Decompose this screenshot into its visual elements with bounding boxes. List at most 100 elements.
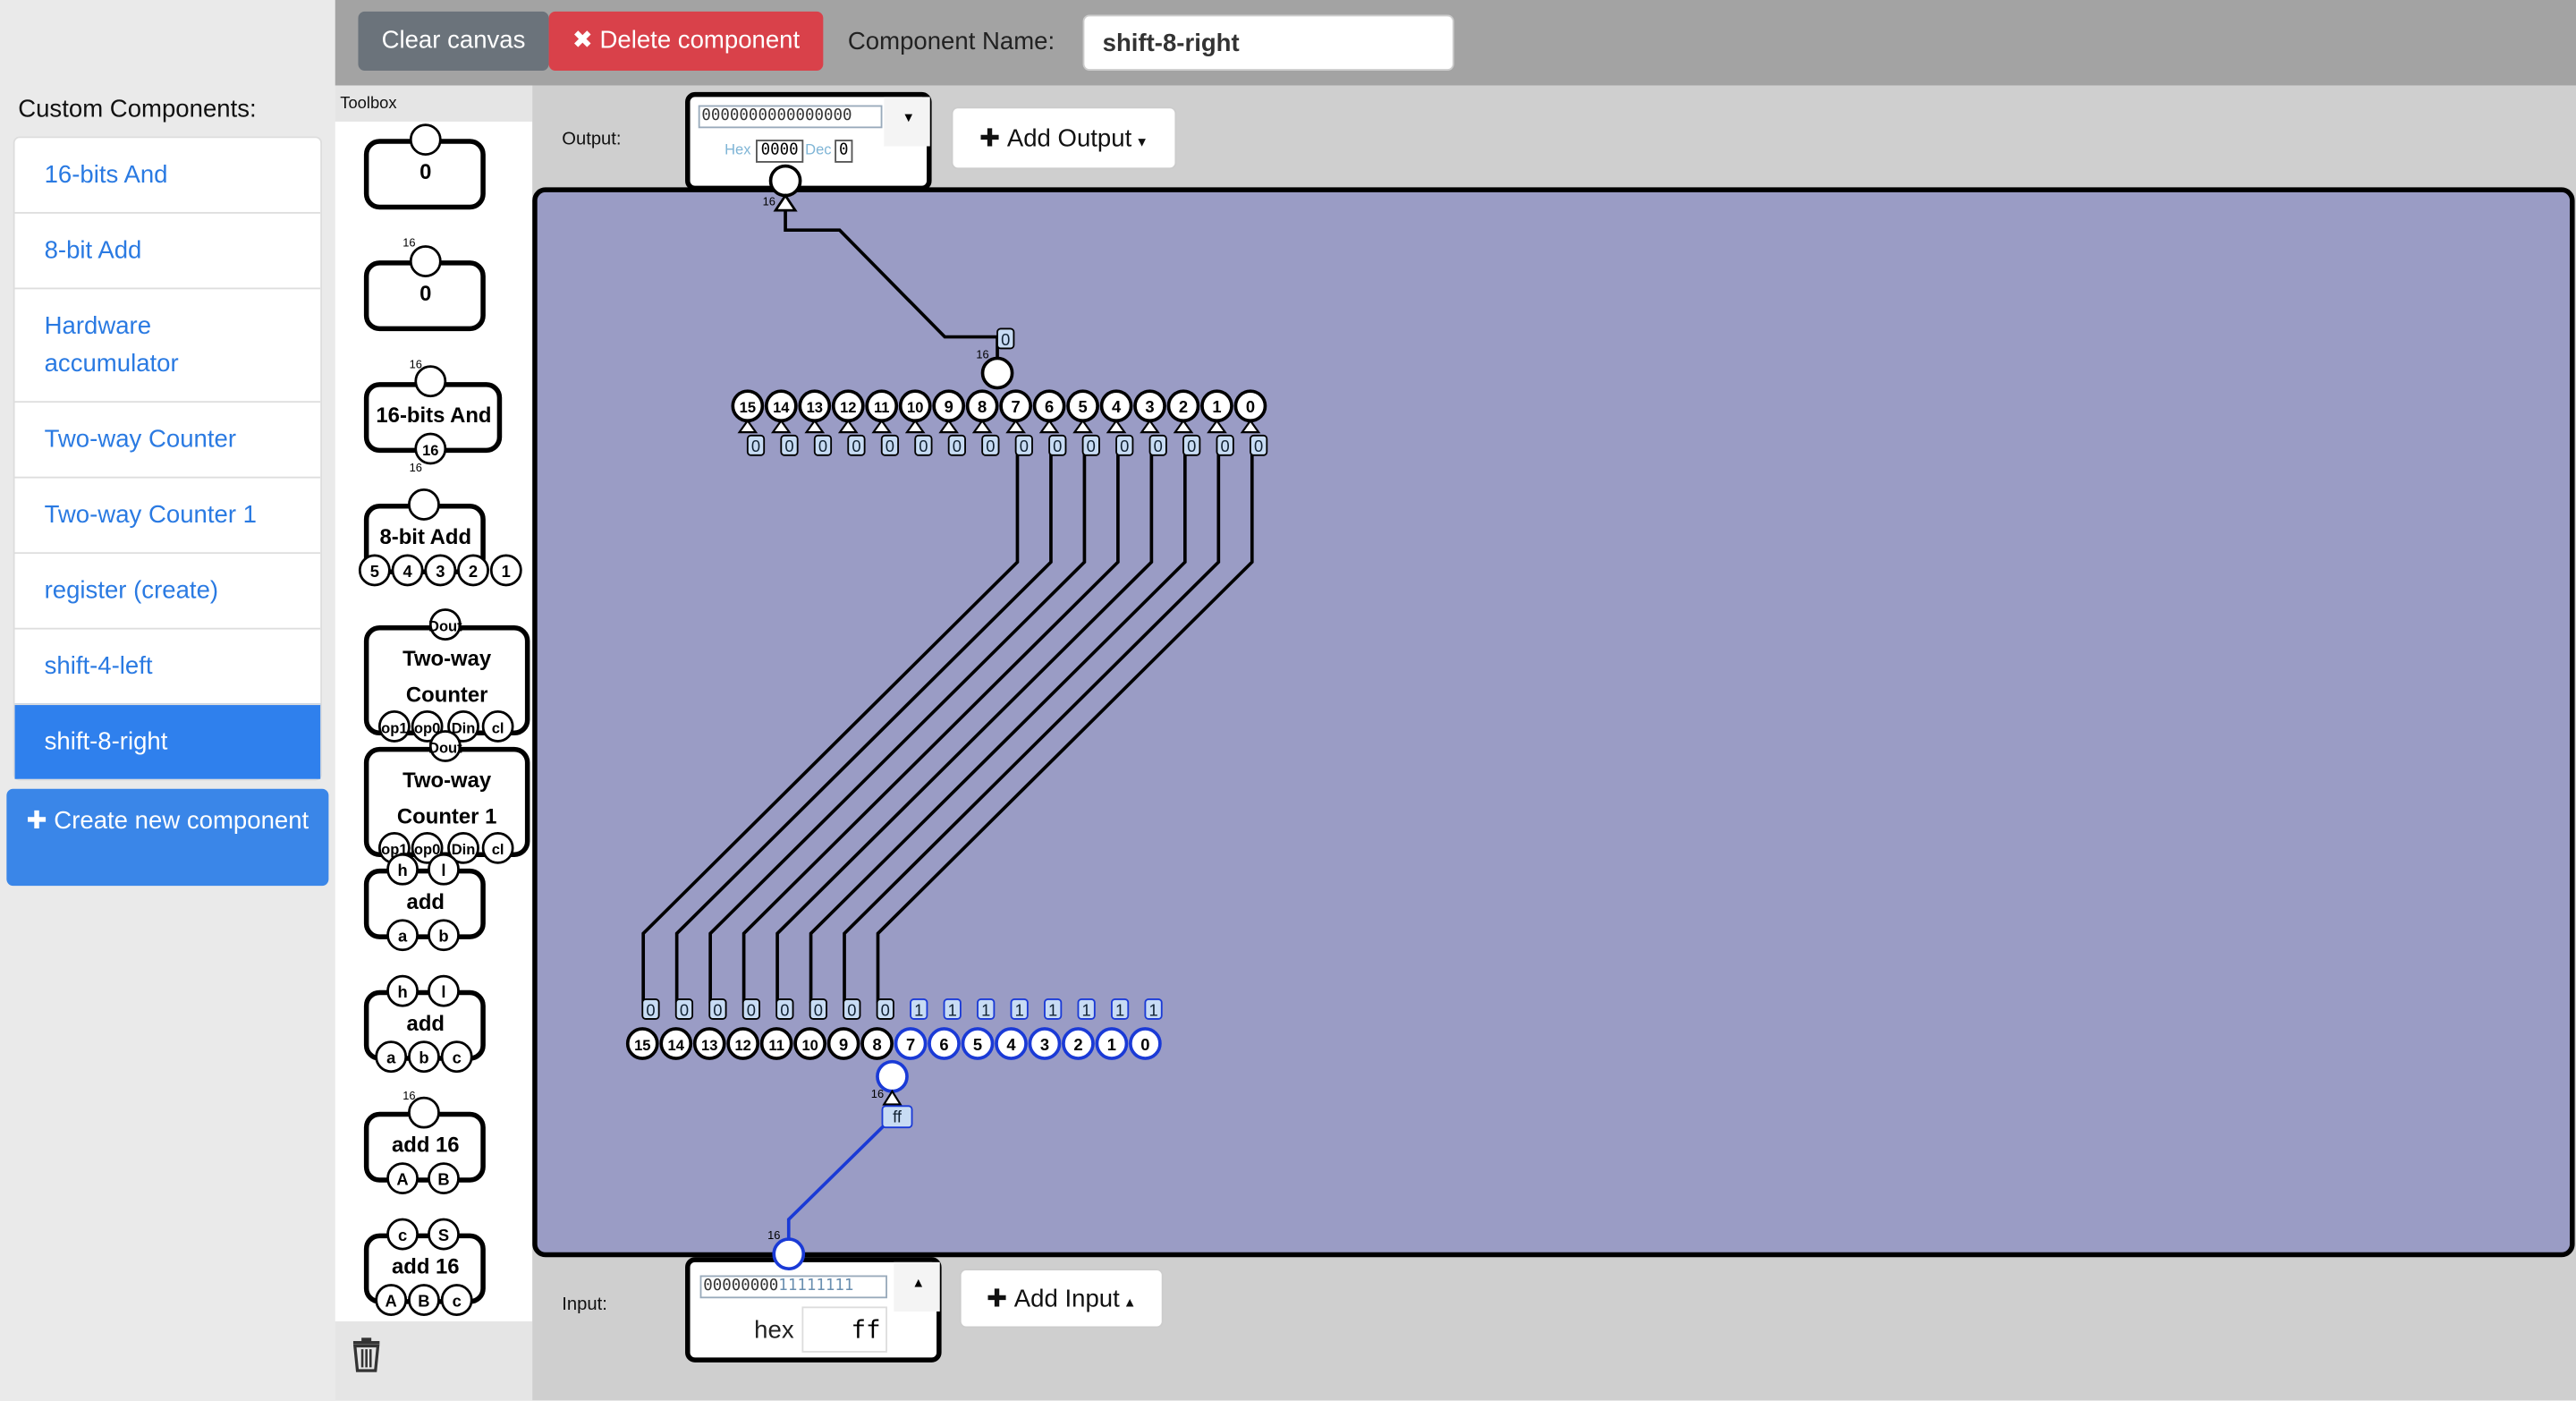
create-new-component-label: Create new component — [54, 806, 309, 836]
sidebar-item-two-way-counter-1[interactable]: Two-way Counter 1 — [14, 476, 321, 553]
pin-label: 5 — [370, 562, 379, 581]
toolbox-item-add-16-carry[interactable]: c S add 16 A B c — [363, 1218, 486, 1316]
close-icon: ✖ — [572, 26, 600, 55]
toolbox-item-label: add 16 — [392, 1134, 460, 1158]
pin-label: S — [438, 1226, 449, 1244]
plus-icon: ✚ — [979, 124, 1007, 153]
add-output-button[interactable]: ✚ Add Output ▼ — [951, 106, 1177, 170]
circuit-canvas[interactable] — [532, 187, 2575, 1258]
caret-down-icon: ▼ — [1131, 134, 1148, 150]
toolbox-title: Toolbox — [340, 95, 397, 114]
pin-label: 3 — [436, 562, 445, 581]
toolbox-item-label: add 16 — [392, 1255, 460, 1279]
toolbox-item-add[interactable]: h l add a b — [363, 853, 486, 952]
pin-label: Dout — [428, 739, 462, 756]
toolbox-item-label: 0 — [419, 282, 431, 306]
bus-width-label: 16 — [402, 1089, 415, 1102]
pin-label: a — [398, 927, 408, 946]
input-label: Input: — [562, 1295, 607, 1315]
pin-label: Din — [452, 719, 476, 736]
add-input-button[interactable]: ✚ Add Input ▲ — [959, 1269, 1164, 1329]
pin-label: c — [453, 1049, 462, 1067]
toolbox-item-label: 16-bits And — [376, 403, 491, 428]
pin-label: Din — [452, 841, 476, 858]
pin-label: op0 — [414, 719, 440, 736]
delete-component-label: Delete component — [599, 26, 801, 55]
toolbox-item-label: 0 — [419, 160, 431, 184]
toolbox-item-label: Two-way — [402, 768, 492, 793]
input-bits-low: 00000000 — [703, 1277, 779, 1295]
sidebar-item-two-way-counter[interactable]: Two-way Counter — [14, 401, 321, 477]
input-box[interactable]: 0000000011111111 ▲ hex ff — [685, 1257, 942, 1363]
sidebar-item-shift-4-left[interactable]: shift-4-left — [14, 627, 321, 704]
component-name-input[interactable]: shift-8-right — [1082, 14, 1454, 71]
toolbox-item-two-way-counter-1[interactable]: Dout Two-way Counter 1 op1 op0 Din cl — [363, 730, 530, 864]
create-new-component-button[interactable]: ✚ Create new component — [6, 788, 329, 887]
pin-label: a — [386, 1049, 396, 1067]
custom-components-list: 16-bits And 8-bit Add Hardware accumulat… — [13, 136, 323, 781]
toolbox-item-add-3[interactable]: h l add a b c — [363, 974, 486, 1074]
pin-label: h — [397, 982, 407, 1001]
pin-label: op0 — [414, 841, 440, 858]
output-hex-label: Hex — [724, 140, 751, 158]
pin-label: c — [453, 1291, 462, 1310]
pin-label: B — [418, 1291, 429, 1310]
sidebar-item-8-bit-add[interactable]: 8-bit Add — [14, 211, 321, 288]
output-box[interactable]: 0000000000000000 ▼ Hex 0000 Dec 0 — [685, 91, 932, 191]
custom-components-title: Custom Components: — [18, 95, 257, 123]
bus-width-label: 16 — [402, 236, 415, 250]
plus-icon: ✚ — [26, 806, 55, 836]
input-format-label: hex — [754, 1316, 794, 1345]
pin-label: cl — [492, 719, 504, 736]
sidebar-item-16-bits-and[interactable]: 16-bits And — [44, 161, 168, 190]
toolbox-item-label: Two-way — [402, 647, 492, 671]
output-dropdown-toggle[interactable]: ▼ — [884, 97, 930, 147]
input-dropdown-toggle[interactable]: ▲ — [894, 1261, 940, 1312]
pin-label: B — [437, 1169, 449, 1188]
toolbox-item-label: add — [407, 890, 445, 914]
sidebar-item-register-create[interactable]: register (create) — [14, 552, 321, 628]
sidebar-item-shift-8-right[interactable]: shift-8-right — [14, 703, 321, 779]
input-value-field[interactable]: ff — [801, 1306, 887, 1353]
pin-label: b — [419, 1049, 428, 1067]
toolbox-item-8-bit-add[interactable]: 16 8-bit Add 5 4 3 2 1 — [358, 461, 522, 587]
output-dec-label: Dec — [805, 140, 832, 158]
output-bits-display: 0000000000000000 — [698, 105, 883, 129]
pin-label: 4 — [402, 562, 412, 581]
toolbox-item-add-16[interactable]: 16 add 16 A B — [363, 1089, 486, 1195]
pin-label: 2 — [469, 562, 478, 581]
component-name-label: Component Name: — [847, 28, 1055, 56]
toolbox: 0 16 0 16 16 16-bits And — [335, 121, 533, 1321]
bus-width-label: 16 — [410, 461, 422, 474]
output-dec-field[interactable]: 0 — [835, 140, 853, 163]
add-input-label: Add Input — [1013, 1285, 1120, 1313]
sidebar-item-hardware-accumulator[interactable]: Hardware accumulator — [14, 287, 321, 401]
pin-label: 1 — [502, 562, 511, 581]
toolbox-item-const-1[interactable]: 16 0 — [363, 236, 486, 332]
toolbox-item-label: 8-bit Add — [380, 525, 472, 549]
pin-label: op1 — [381, 719, 407, 736]
input-bits-display: 0000000011111111 — [699, 1275, 887, 1299]
add-output-label: Add Output — [1006, 124, 1132, 153]
trash-icon[interactable] — [350, 1336, 383, 1372]
output-hex-field[interactable]: 0000 — [756, 140, 804, 163]
toolbox-item-two-way-counter[interactable]: Dout Two-way Counter op1 op0 Din cl — [363, 608, 530, 743]
toolbox-item-16-bits-and[interactable]: 16 16 16-bits And — [363, 357, 503, 465]
pin-label: c — [398, 1226, 407, 1244]
pin-label: b — [438, 927, 448, 946]
pin-label: cl — [492, 841, 504, 858]
toolbox-item-const-0[interactable]: 0 — [363, 123, 486, 210]
toolbox-svg: 0 16 0 16 16 16-bits And — [358, 123, 530, 1316]
clear-canvas-button[interactable]: Clear canvas — [358, 11, 549, 71]
bus-width-label: 16 — [410, 357, 422, 370]
pin-label: Dout — [428, 617, 462, 634]
toolbox-item-label: Counter — [406, 683, 488, 707]
pin-label: 16 — [422, 442, 438, 459]
caret-up-icon: ▲ — [1119, 1295, 1137, 1311]
pin-label: l — [441, 982, 445, 1001]
input-bits-high: 11111111 — [778, 1277, 854, 1295]
delete-component-button[interactable]: ✖ Delete component — [548, 11, 824, 71]
sidebar: Custom Components: 16-bits And 8-bit Add… — [0, 0, 335, 1401]
pin-label: A — [386, 1291, 397, 1310]
caret-down-icon: ▼ — [902, 110, 916, 125]
